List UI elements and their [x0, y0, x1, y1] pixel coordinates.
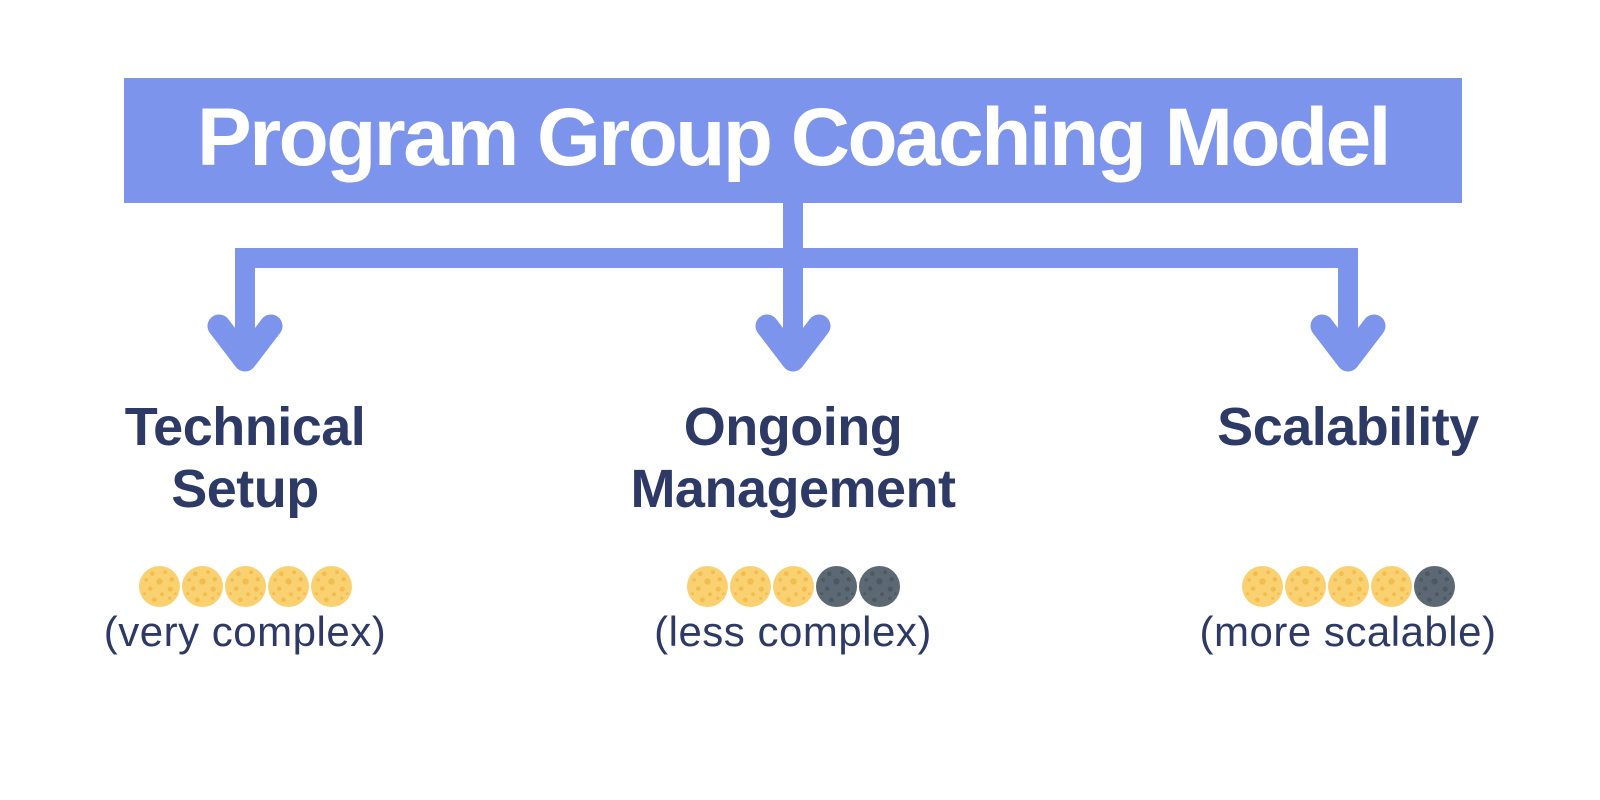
column-heading-line: Scalability	[1217, 397, 1479, 457]
column-heading-line: Technical	[124, 397, 366, 457]
column-heading-line: Management	[630, 459, 956, 519]
pickleball-icon	[310, 565, 352, 607]
pickleball-icon	[1284, 565, 1326, 607]
column-technical-setup: Technical Setup (very complex)	[25, 396, 465, 696]
pickleball-icon	[138, 565, 180, 607]
rating-dots	[25, 565, 465, 607]
pickleball-icon	[267, 565, 309, 607]
pickleball-icon	[1241, 565, 1283, 607]
diagram-title-banner: Program Group Coaching Model	[124, 78, 1462, 203]
column-heading-line: Ongoing	[683, 397, 903, 457]
arrow-down-icon	[207, 248, 283, 372]
column-scalability: Scalability (more scalable)	[1128, 396, 1568, 696]
diagram-title: Program Group Coaching Model	[197, 91, 1391, 183]
column-note: (less complex)	[654, 608, 932, 655]
arrow-down-icon	[755, 248, 831, 372]
pickleball-icon	[858, 565, 900, 607]
pickleball-icon	[1413, 565, 1455, 607]
pickleball-icon	[224, 565, 266, 607]
pickleball-icon	[1370, 565, 1412, 607]
column-heading: Ongoing Management	[573, 396, 1013, 520]
rating-dots	[1128, 565, 1568, 607]
column-note: (very complex)	[103, 608, 387, 655]
pickleball-icon	[1327, 565, 1369, 607]
column-heading: Scalability	[1128, 396, 1568, 458]
rating-dots	[573, 565, 1013, 607]
column-ongoing-management: Ongoing Management (less complex)	[573, 396, 1013, 696]
pickleball-icon	[686, 565, 728, 607]
pickleball-icon	[772, 565, 814, 607]
pickleball-icon	[729, 565, 771, 607]
column-note: (more scalable)	[1199, 608, 1497, 655]
pickleball-icon	[181, 565, 223, 607]
pickleball-icon	[815, 565, 857, 607]
column-heading: Technical Setup	[25, 396, 465, 520]
column-heading-line: Setup	[171, 459, 319, 519]
arrow-down-icon	[1310, 248, 1386, 372]
